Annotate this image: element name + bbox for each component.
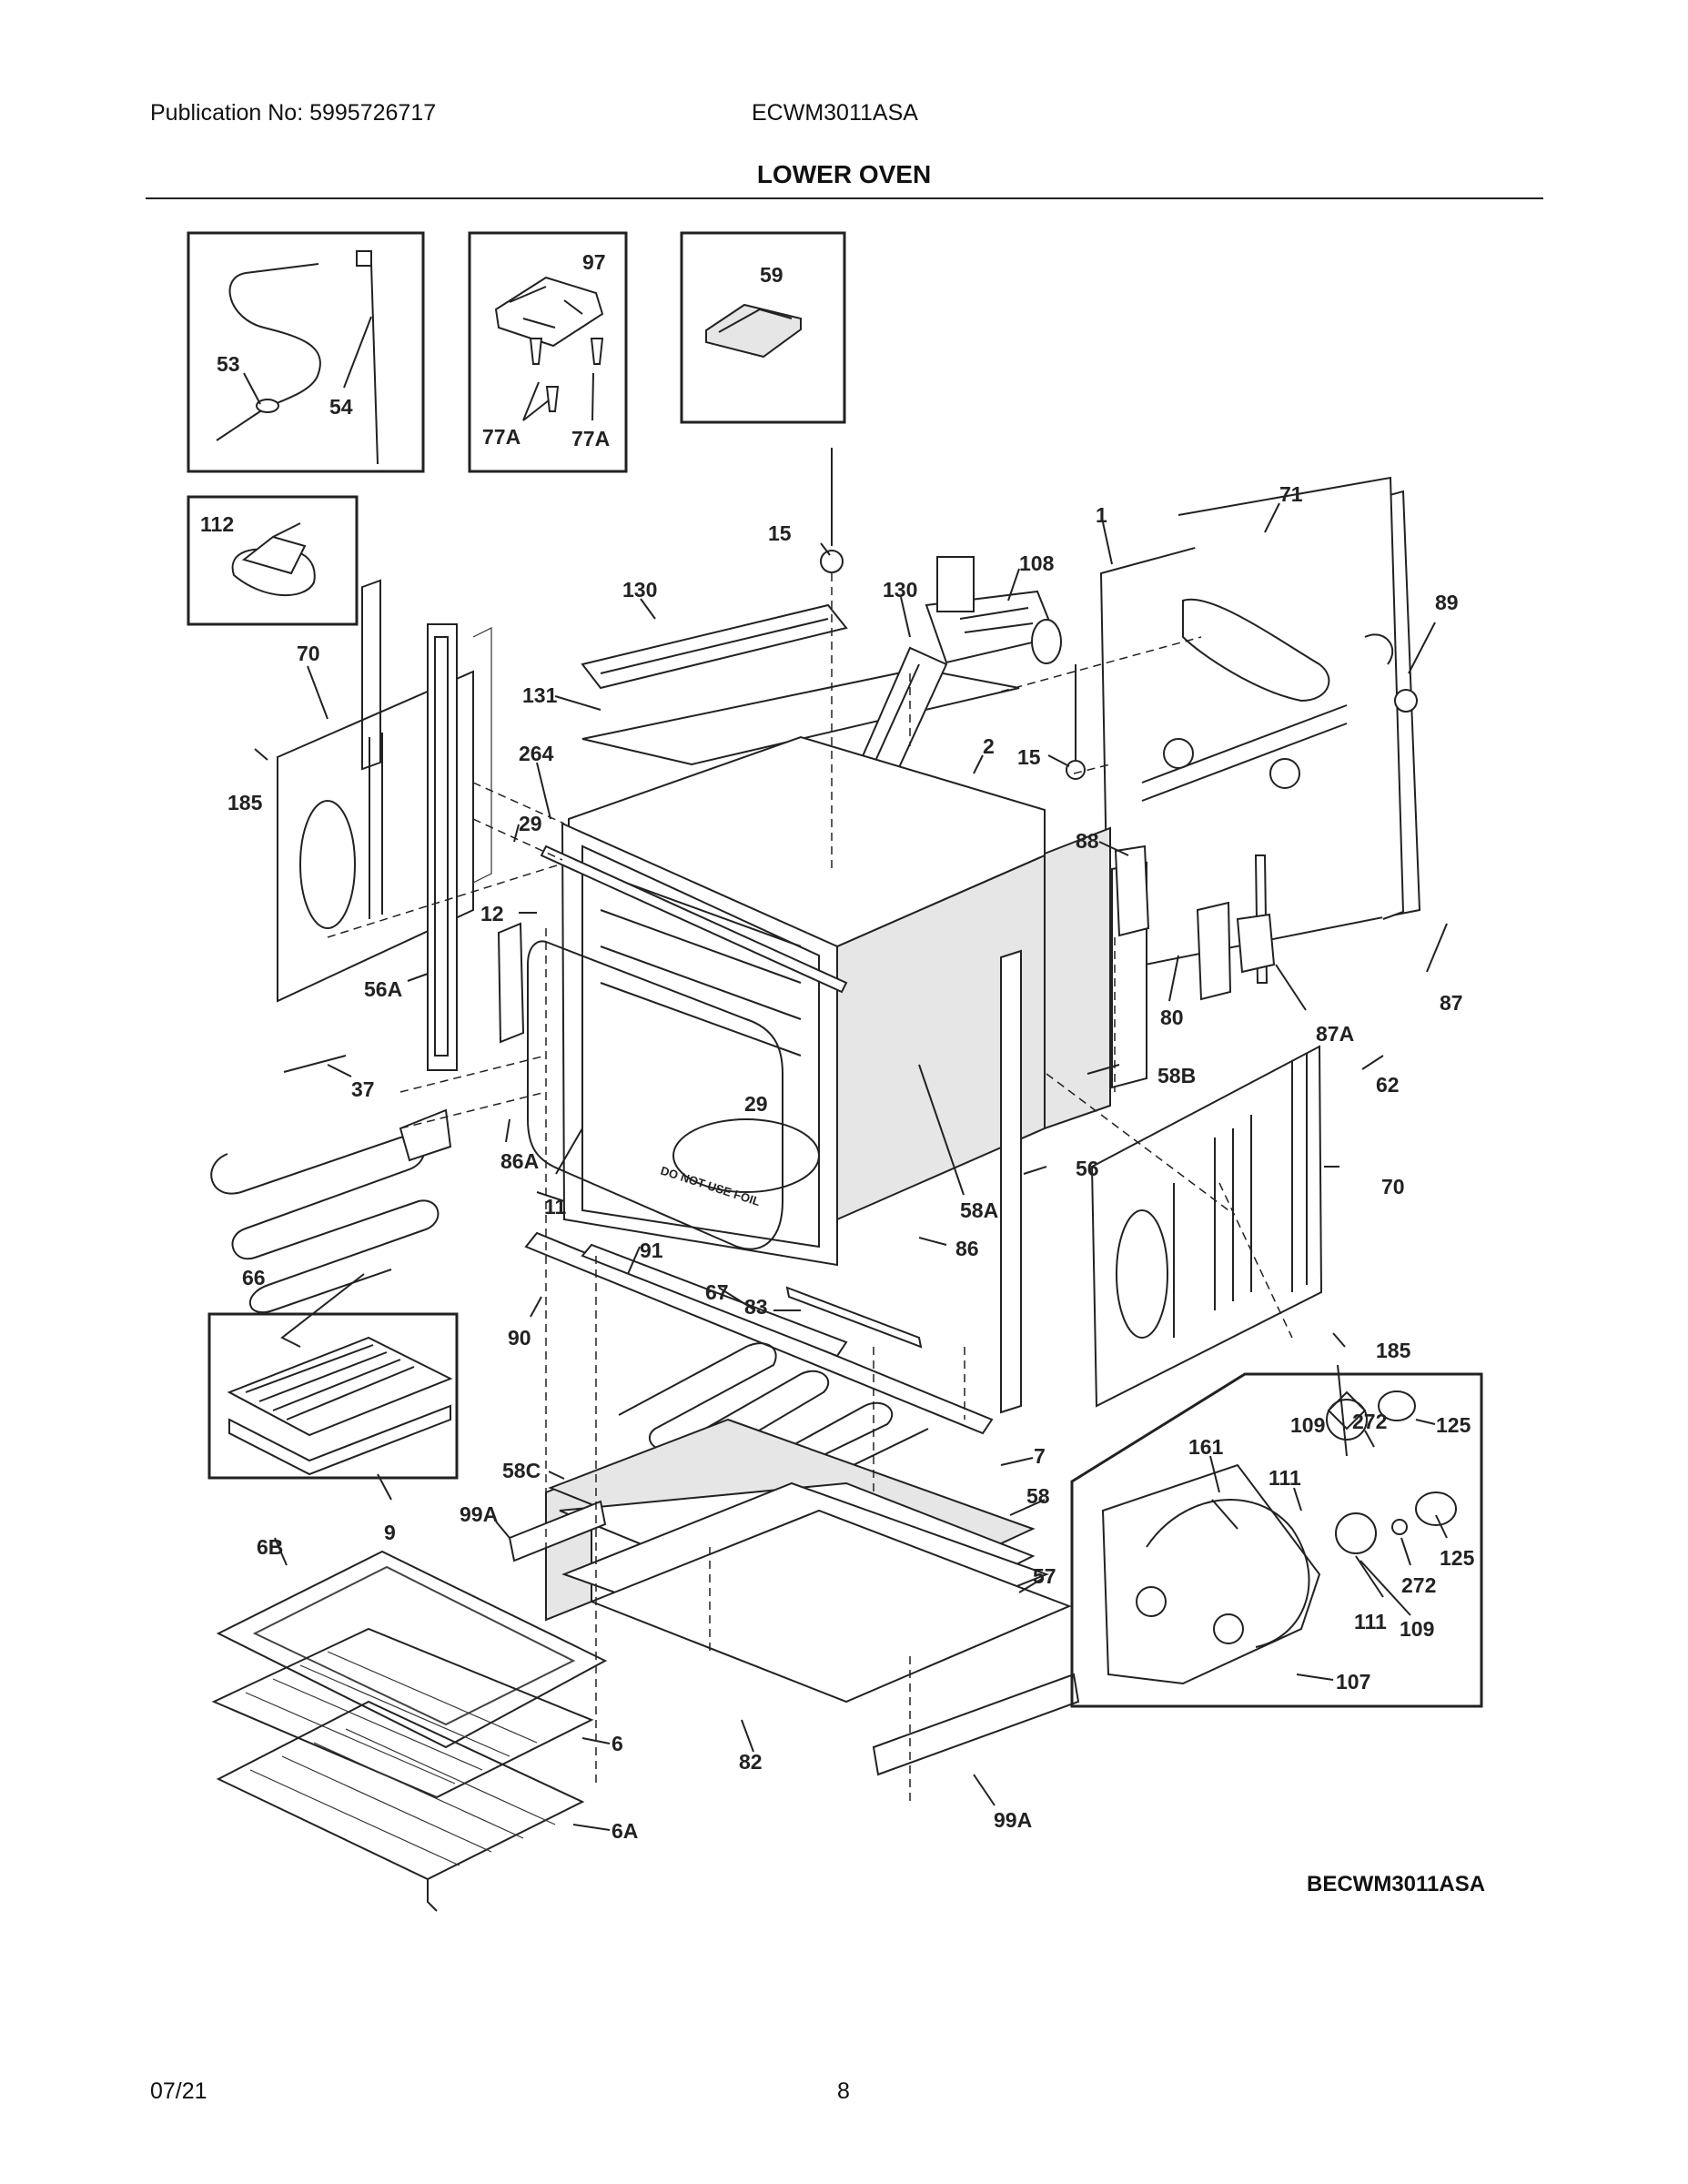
broil-element xyxy=(210,1055,452,1348)
oven-racks xyxy=(211,1550,608,1912)
callout-272-top: 272 xyxy=(1352,1410,1387,1433)
convection-motor xyxy=(925,556,1062,664)
callout-82: 82 xyxy=(739,1750,763,1774)
callout-111-bottom: 111 xyxy=(1354,1610,1387,1633)
callout-15-right: 15 xyxy=(1017,745,1041,769)
callout-91: 91 xyxy=(640,1239,663,1262)
sensors xyxy=(820,448,1086,780)
inset-control-board-box xyxy=(468,231,628,473)
callout-99a-left: 99A xyxy=(460,1502,498,1526)
door-gasket xyxy=(497,922,783,1250)
inset-probe-box xyxy=(187,231,425,473)
convection-fan-inset xyxy=(1070,1364,1483,1708)
callout-111-top: 111 xyxy=(1269,1466,1301,1490)
callout-272-bottom: 272 xyxy=(1401,1573,1436,1597)
callout-86: 86 xyxy=(955,1237,979,1260)
callout-112: 112 xyxy=(200,512,234,536)
callout-90: 90 xyxy=(508,1326,531,1350)
callout-87a: 87A xyxy=(1316,1022,1354,1046)
callout-6b: 6B xyxy=(257,1535,283,1559)
callout-56: 56 xyxy=(1076,1157,1099,1180)
callout-labels: 53 54 97 77A 77A 59 112 15 108 1 71 130 … xyxy=(200,250,1475,1843)
callout-109-bottom: 109 xyxy=(1400,1617,1434,1641)
callout-37: 37 xyxy=(351,1077,375,1101)
callout-29-top: 29 xyxy=(519,812,542,835)
callout-57: 57 xyxy=(1033,1564,1056,1588)
callout-107: 107 xyxy=(1336,1670,1370,1694)
callout-125-bottom: 125 xyxy=(1440,1546,1475,1570)
callout-15-top: 15 xyxy=(768,521,792,545)
callout-108: 108 xyxy=(1019,551,1055,575)
callout-66: 66 xyxy=(242,1266,266,1289)
inset-light-cover-box xyxy=(680,231,846,424)
diagram-code: BECWM3011ASA xyxy=(1307,1872,1486,1896)
callout-7: 7 xyxy=(1034,1444,1046,1468)
callout-56a: 56A xyxy=(364,977,402,1001)
page-number: 8 xyxy=(837,2078,850,2104)
callout-58a: 58A xyxy=(960,1198,998,1222)
header-divider xyxy=(146,197,1543,199)
callout-70-left: 70 xyxy=(297,642,320,665)
callout-109-top: 109 xyxy=(1290,1413,1325,1437)
callout-97: 97 xyxy=(582,250,606,274)
callout-58b: 58B xyxy=(1157,1064,1196,1087)
bake-element xyxy=(524,1231,994,1511)
callout-161: 161 xyxy=(1188,1435,1224,1459)
callout-59: 59 xyxy=(760,263,783,287)
callout-58: 58 xyxy=(1026,1484,1050,1508)
callout-185-left: 185 xyxy=(227,791,263,814)
callout-6: 6 xyxy=(612,1732,623,1755)
callout-86a: 86A xyxy=(500,1149,539,1173)
callout-88: 88 xyxy=(1076,829,1099,853)
callout-125-top: 125 xyxy=(1436,1413,1471,1437)
callout-58c: 58C xyxy=(502,1459,541,1482)
callout-12: 12 xyxy=(480,902,504,925)
publication-number: Publication No: 5995726717 xyxy=(150,100,437,126)
callout-62: 62 xyxy=(1376,1073,1400,1097)
callout-71: 71 xyxy=(1279,482,1303,506)
callout-53: 53 xyxy=(217,352,240,376)
callout-185-right: 185 xyxy=(1376,1339,1411,1362)
callout-77a-left: 77A xyxy=(482,425,521,449)
callout-9: 9 xyxy=(384,1521,396,1544)
callout-11: 11 xyxy=(544,1195,567,1218)
callout-89: 89 xyxy=(1435,591,1459,614)
callout-87: 87 xyxy=(1440,991,1463,1015)
oven-cavity: DO NOT USE FOIL xyxy=(540,735,1111,1267)
callout-264: 264 xyxy=(519,742,554,765)
callout-77a-right: 77A xyxy=(571,427,610,450)
broiler-pan-inset xyxy=(207,1312,459,1480)
rear-panel xyxy=(1099,476,1421,974)
callout-6a: 6A xyxy=(612,1819,638,1843)
model-number: ECWM3011ASA xyxy=(752,100,918,126)
page-title: LOWER OVEN xyxy=(756,160,932,188)
right-side-panel xyxy=(1090,1045,1323,1408)
inset-thermostat-box xyxy=(187,495,359,626)
callout-131: 131 xyxy=(522,683,558,707)
callout-130-left: 130 xyxy=(622,578,657,602)
callout-67: 67 xyxy=(705,1280,729,1304)
bottom-pans xyxy=(508,1418,1080,1776)
assembly-dashes xyxy=(327,573,1293,1802)
left-side-panel xyxy=(277,579,492,1071)
callout-83: 83 xyxy=(744,1295,768,1319)
callout-54: 54 xyxy=(329,395,353,419)
callout-2: 2 xyxy=(983,734,995,758)
callout-29-bottom: 29 xyxy=(744,1092,768,1116)
callout-70-right: 70 xyxy=(1381,1175,1405,1198)
leader-lines xyxy=(243,316,1448,1831)
callout-1: 1 xyxy=(1096,503,1107,527)
hinge-brackets xyxy=(1114,844,1276,1001)
callout-130-right: 130 xyxy=(883,578,917,602)
footer-date: 07/21 xyxy=(150,2078,207,2104)
callout-99a-right: 99A xyxy=(994,1808,1032,1832)
callout-80: 80 xyxy=(1160,1006,1184,1029)
